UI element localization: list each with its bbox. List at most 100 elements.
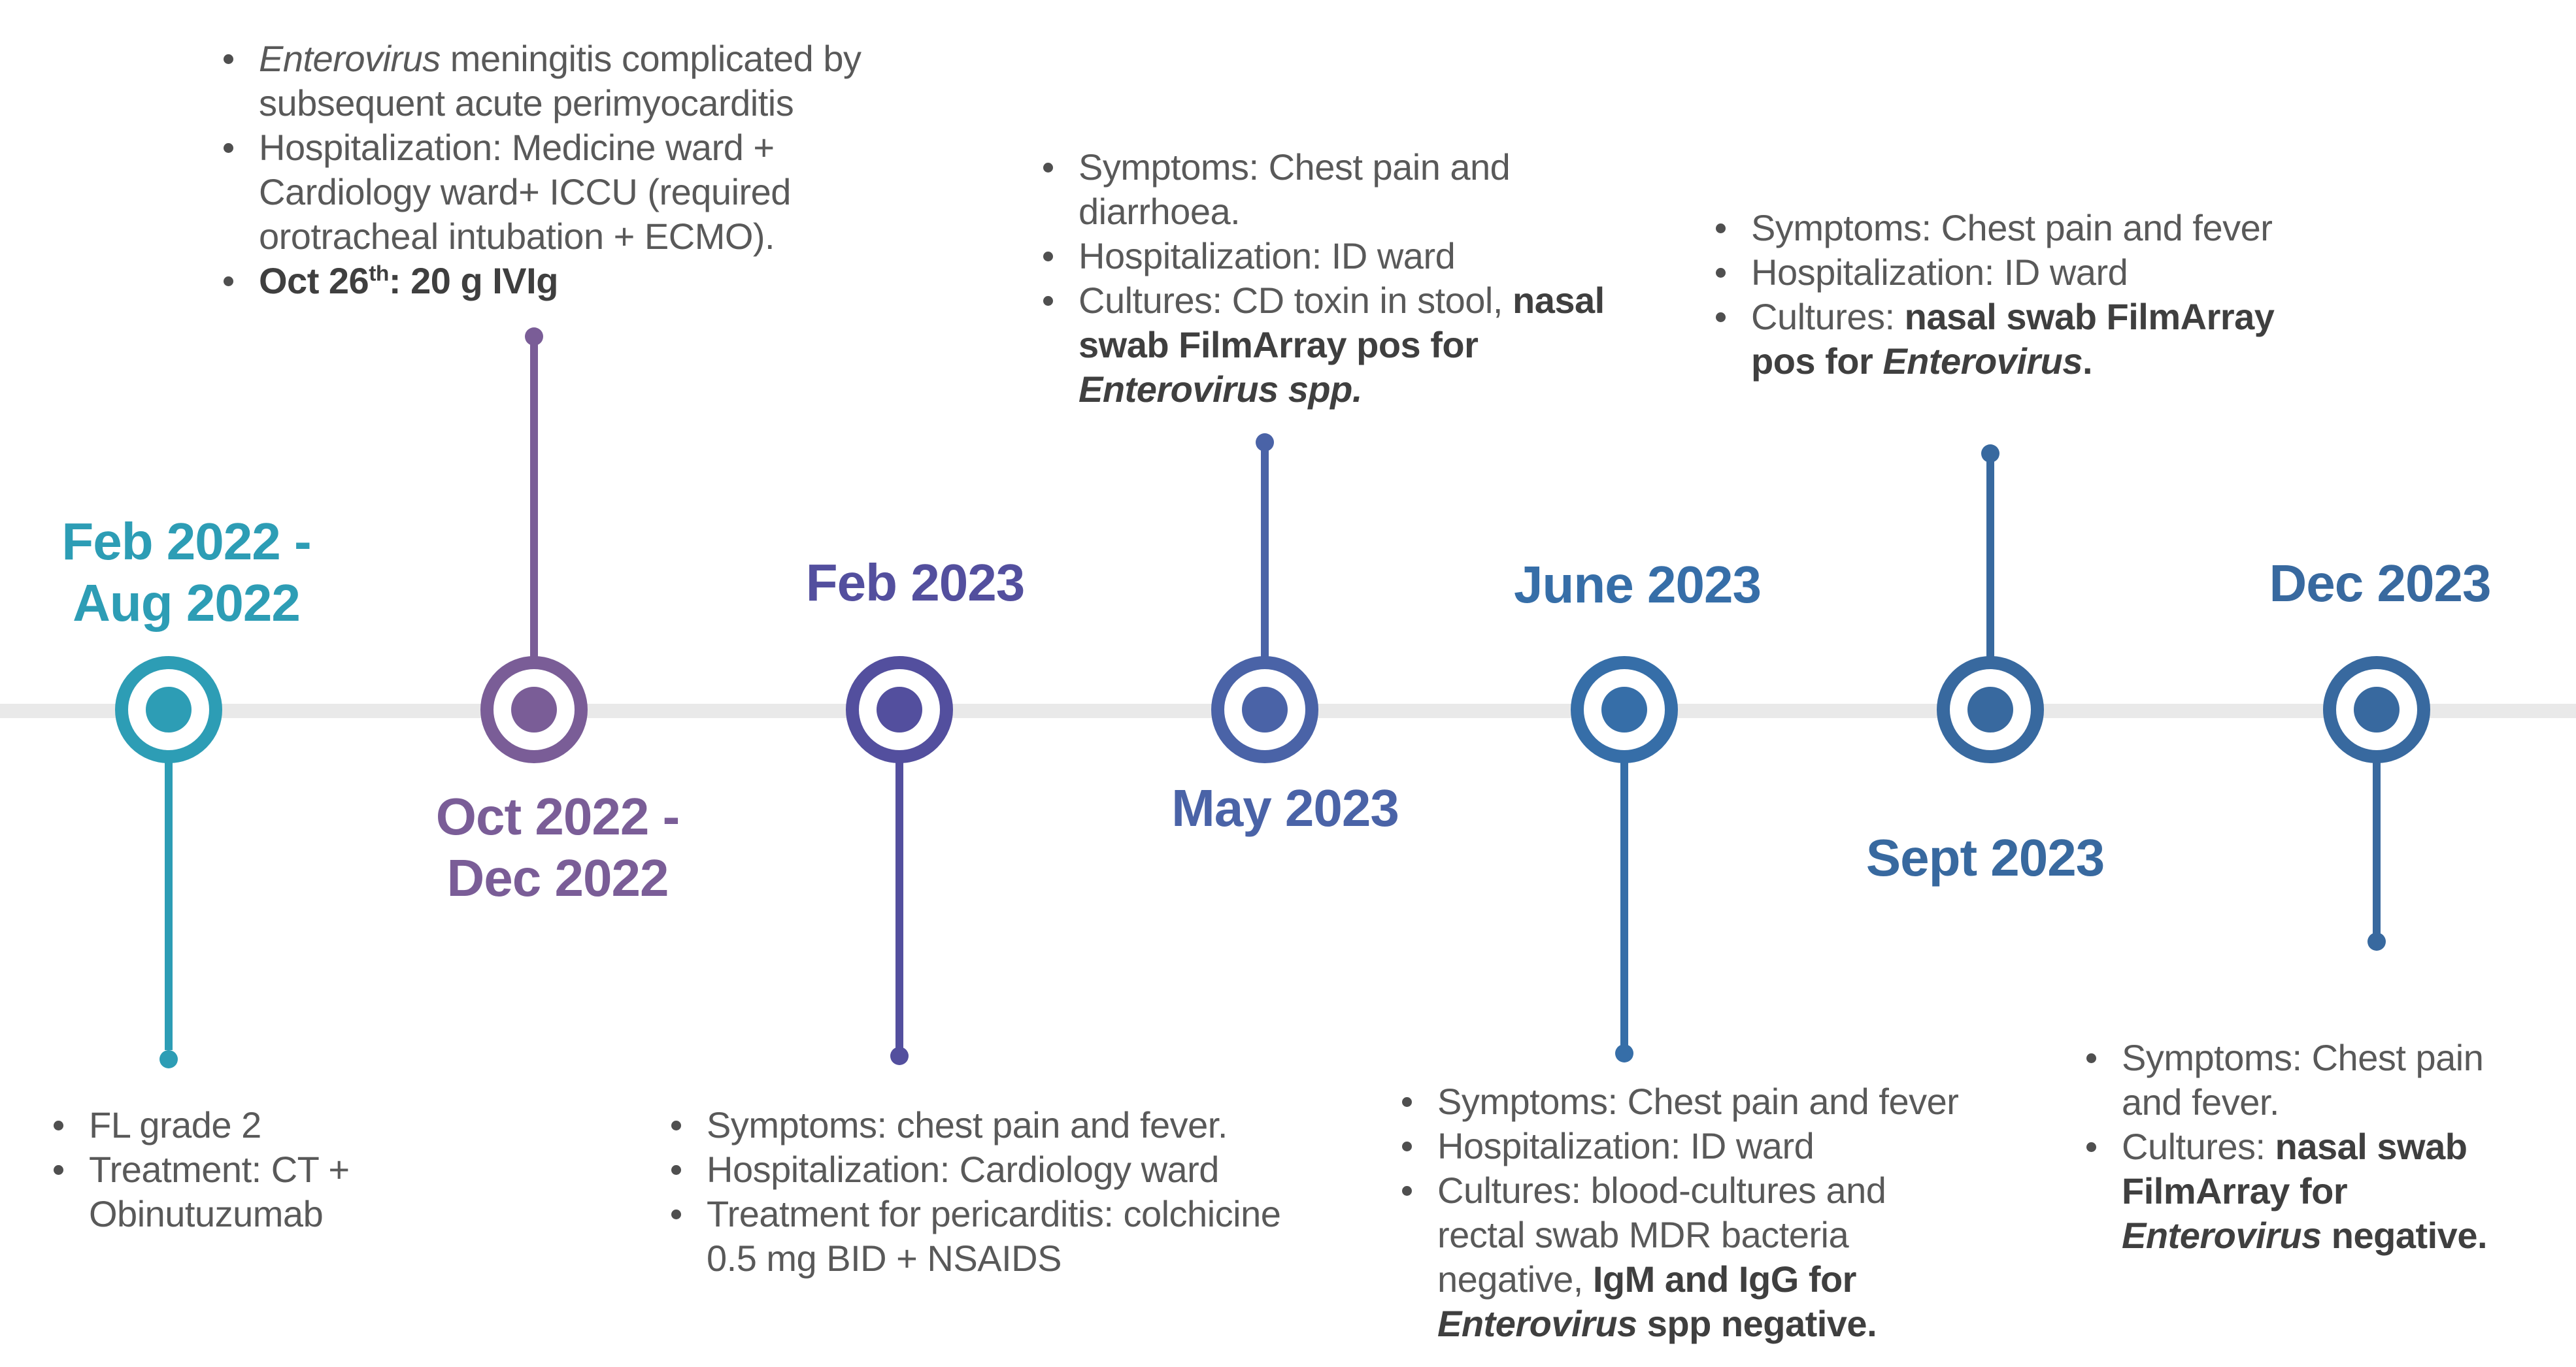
date-label: Sept 2023 [1789,827,2181,889]
bullet-list: Enterovirus meningitis complicated by su… [216,37,889,303]
text-run: : 20 g IVIg [388,260,559,301]
timeline-marker-dot [2354,687,2400,733]
bullet-item: Oct 26th: 20 g IVIg [216,259,889,303]
bullet-item: Symptoms: Chest pain and fever [1394,1079,1973,1124]
timeline-marker [1571,656,1678,763]
bullet-item: Hospitalization: ID ward [1035,234,1634,278]
connector-line [1620,759,1628,1048]
date-label: May 2023 [1089,778,1481,839]
bullet-item: Symptoms: Chest pain and fever. [2079,1036,2540,1125]
timeline-marker-dot [1967,687,2013,733]
text-run: Cultures: [2122,1126,2275,1167]
date-label-line: Dec 2022 [446,849,669,907]
connector-line [165,759,173,1050]
timeline-marker [1211,656,1318,763]
text-run: Symptoms: chest pain and fever. [707,1104,1228,1145]
text-run: Enterovirus [1882,340,2083,382]
timeline-marker-dot [146,687,192,733]
text-run: nasal swab FilmArray pos for [1079,280,1605,365]
text-run: Symptoms: Chest pain and fever [1751,207,2273,248]
connector-endpoint-dot [1981,444,1999,463]
bullet-item: Cultures: blood-cultures and rectal swab… [1394,1168,1973,1346]
text-run: . [2083,340,2093,382]
bullet-item: Treatment: CT + Obinutuzumab [46,1147,431,1236]
text-run: Oct 26 [259,260,369,301]
bullet-list: Symptoms: Chest pain and diarrhoea.Hospi… [1035,145,1634,412]
timeline-marker [846,656,953,763]
connector-endpoint-dot [159,1050,178,1068]
text-run: Symptoms: Chest pain and diarrhoea. [1079,146,1511,232]
text-run: Cultures: [1751,296,1905,337]
bullet-list: Symptoms: Chest pain and fever.Cultures:… [2079,1036,2540,1258]
text-run: Symptoms: Chest pain and fever. [2122,1037,2484,1123]
bullet-item: Symptoms: Chest pain and diarrhoea. [1035,145,1634,234]
date-label: June 2023 [1441,554,1833,616]
date-label-line: Sept 2023 [1865,829,2105,887]
date-label: Feb 2023 [719,552,1111,614]
date-label: Oct 2022 -Dec 2022 [361,786,754,909]
bullet-item: Symptoms: chest pain and fever. [663,1103,1328,1147]
bullet-item: Hospitalization: Medicine ward + Cardiol… [216,125,889,259]
bullet-item: Cultures: nasal swab FilmArray for Enter… [2079,1125,2540,1258]
bullet-item: Symptoms: Chest pain and fever [1708,206,2307,250]
date-label-line: May 2023 [1171,779,1399,837]
connector-endpoint-dot [1256,433,1274,452]
timeline-marker-dot [511,687,557,733]
timeline-marker [480,656,588,763]
text-run: Cultures: blood-cultures and rectal swab… [1437,1170,1886,1300]
text-run: Treatment: CT + Obinutuzumab [89,1149,350,1234]
text-run: spp negative. [1637,1303,1877,1344]
bullet-item: Hospitalization: Cardiology ward [663,1147,1328,1192]
bullet-item: FL grade 2 [46,1103,431,1147]
connector-endpoint-dot [890,1047,909,1065]
text-run: nasal swab FilmArray for [2122,1126,2467,1211]
text-run: Enterovirus [259,38,441,79]
timeline-marker-dot [877,687,922,733]
date-label: Dec 2023 [2184,553,2576,614]
text-run: Enterovirus [1437,1303,1637,1344]
timeline-marker-dot [1601,687,1647,733]
text-run: Hospitalization: ID ward [1079,235,1456,276]
connector-endpoint-dot [2367,932,2386,951]
date-label-line: Feb 2022 - [61,512,311,570]
date-label-line: Dec 2023 [2269,554,2492,612]
timeline-marker [115,656,222,763]
bullet-item: Cultures: nasal swab FilmArray pos for E… [1708,295,2307,384]
date-label-line: Feb 2023 [805,553,1025,612]
text-run: Symptoms: Chest pain and fever [1437,1081,1959,1122]
text-run: th [369,261,389,286]
text-run: Hospitalization: ID ward [1751,252,2128,293]
text-run: Enterovirus spp. [1079,369,1362,410]
bullet-item: Cultures: CD toxin in stool, nasal swab … [1035,278,1634,412]
timeline-marker [2323,656,2430,763]
text-run: Treatment for pericarditis: colchicine 0… [707,1193,1281,1279]
date-label-line: Aug 2022 [73,574,301,632]
text-run: nasal swab FilmArray pos for [1751,296,2275,382]
text-run: Hospitalization: Medicine ward + Cardiol… [259,127,791,257]
timeline-marker-dot [1242,687,1288,733]
date-label-line: Oct 2022 - [435,787,680,846]
date-label: Feb 2022 -Aug 2022 [0,511,382,634]
date-label-line: June 2023 [1514,555,1762,614]
bullet-item: Enterovirus meningitis complicated by su… [216,37,889,125]
text-run: Hospitalization: ID ward [1437,1125,1815,1166]
connector-line [1261,442,1269,660]
text-run: Hospitalization: Cardiology ward [707,1149,1219,1190]
text-run: Enterovirus [2122,1215,2322,1256]
text-run: Cultures: CD toxin in stool, [1079,280,1513,321]
bullet-item: Hospitalization: ID ward [1394,1124,1973,1168]
connector-line [895,759,903,1051]
text-run: meningitis complicated by subsequent acu… [259,38,861,124]
bullet-item: Hospitalization: ID ward [1708,250,2307,295]
connector-endpoint-dot [1615,1044,1633,1062]
bullet-item: Treatment for pericarditis: colchicine 0… [663,1192,1328,1281]
connector-line [2373,759,2381,938]
connector-line [1986,453,1994,660]
bullet-list: Symptoms: chest pain and fever.Hospitali… [663,1103,1328,1281]
connector-endpoint-dot [525,327,543,346]
connector-line [530,337,538,660]
